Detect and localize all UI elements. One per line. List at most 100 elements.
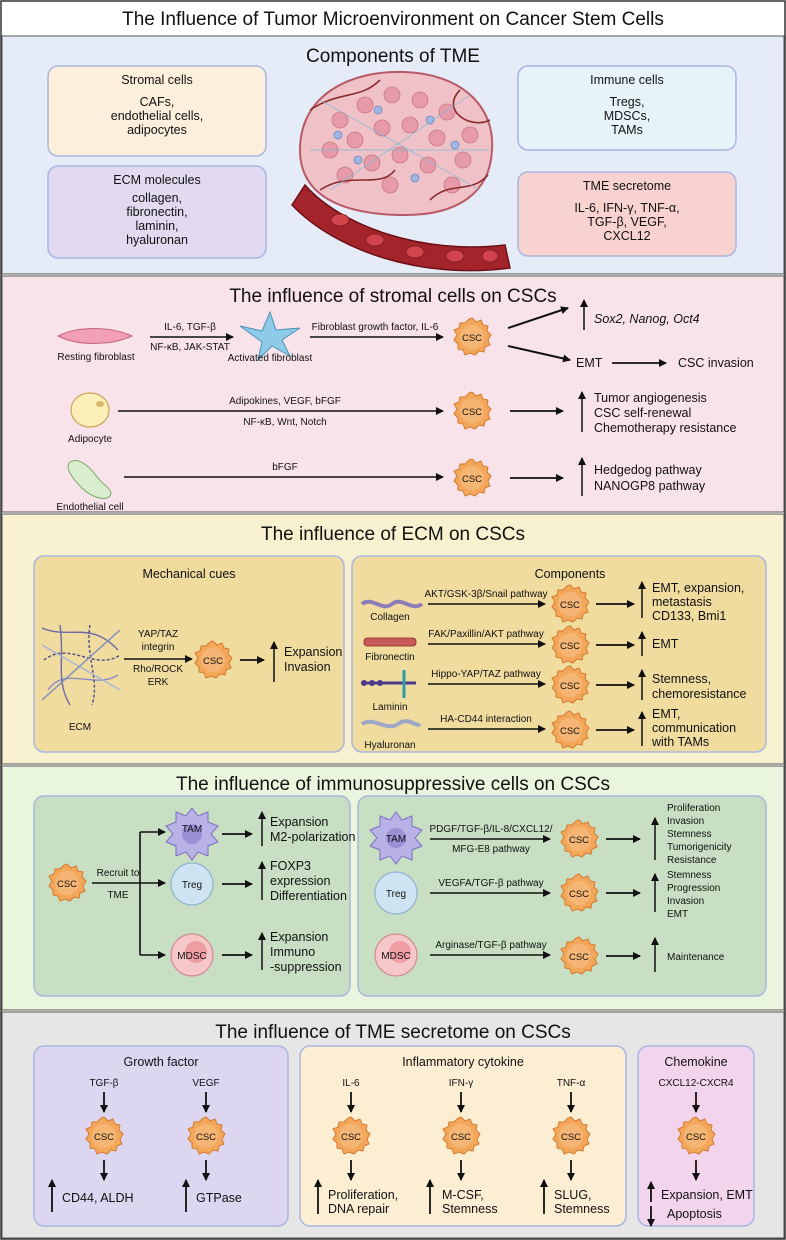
ecm-box: ECM molecules collagen, fibronectin, lam… [47, 165, 267, 259]
csc-label: CSC [462, 474, 482, 485]
immune-output: Resistance [667, 855, 717, 866]
ic-output: Proliferation, [328, 1188, 398, 1202]
immune-output: -suppression [270, 960, 342, 974]
csc-label: CSC [203, 656, 223, 667]
ecm-pathway: AKT/GSK-3β/Snail pathway [424, 589, 547, 600]
secretome-line: TGF-β, VEGF, [587, 215, 666, 229]
treg-cell-icon [374, 871, 418, 915]
ecm-output: metastasis [652, 595, 712, 609]
csc-label: CSC [196, 1132, 216, 1143]
immune-output: Expansion [270, 930, 328, 944]
immune-output: Stemness [667, 870, 711, 881]
ck-input: CXCL12-CXCR4 [658, 1078, 733, 1089]
ecm-line: fibronectin, [126, 205, 187, 219]
ecm-output: chemoresistance [652, 687, 747, 701]
fibronectin-icon [363, 637, 417, 647]
ic-output: M-CSF, [442, 1188, 484, 1202]
secretome-title: TME secretome [583, 179, 671, 193]
adipocyte-icon [70, 392, 110, 428]
csc-label: CSC [560, 641, 580, 652]
csc-label: CSC [569, 889, 589, 900]
emt-label: EMT [576, 356, 603, 370]
immune-output: M2-polarization [270, 830, 356, 844]
immune-cell-label: Treg [386, 889, 406, 900]
stromal-arrow-label: IL-6, TGF-β [164, 322, 216, 333]
ecm-pathway: HA-CD44 interaction [440, 714, 532, 725]
ecm-label: ECM [69, 722, 91, 733]
ecm-line: laminin, [135, 219, 178, 233]
immune-line: TAMs [611, 123, 643, 137]
ck-output-down: Apoptosis [667, 1207, 722, 1221]
recruit-label: TME [107, 890, 128, 901]
stromal-heading: The influence of stromal cells on CSCs [229, 286, 556, 307]
immune-cell-label: TAM [182, 824, 202, 835]
adipocyte-label: Adipocyte [68, 434, 112, 445]
stromal-line: CAFs, [140, 95, 175, 109]
chemokine-title: Chemokine [664, 1055, 727, 1069]
treg-cell-icon [170, 862, 214, 906]
immune-output: Maintenance [667, 952, 725, 963]
csc-label: CSC [94, 1132, 114, 1143]
csc-label: CSC [341, 1132, 361, 1143]
ic-output: SLUG, [554, 1188, 592, 1202]
ic-output: Stemness [554, 1202, 610, 1216]
tam-cell-icon [369, 811, 423, 865]
stromal-output: Sox2, Nanog, Oct4 [594, 312, 700, 326]
immune-output: Tumorigenicity [667, 842, 732, 853]
stromal-arrow-label: NF-κB, Wnt, Notch [243, 417, 326, 428]
csc-label: CSC [569, 952, 589, 963]
tam-cell-icon [165, 807, 219, 861]
ecm-line: hyaluronan [126, 233, 188, 247]
gf-input: TGF-β [89, 1078, 118, 1089]
ic-output: Stemness [442, 1202, 498, 1216]
stromal-output: Tumor angiogenesis [594, 391, 707, 405]
tumor-illustration [291, 70, 511, 272]
gf-input: VEGF [192, 1078, 219, 1089]
immune-output: FOXP3 [270, 859, 311, 873]
secretome-line: IL-6, IFN-γ, TNF-α, [574, 201, 679, 215]
mech-output: Expansion [284, 645, 342, 659]
immune-output: Expansion [270, 815, 328, 829]
endothelial-label: Endothelial cell [56, 502, 123, 513]
csc-label: CSC [451, 1132, 471, 1143]
stromal-arrow-label: NF-κB, JAK-STAT [150, 342, 230, 353]
immune-output: Progression [667, 883, 720, 894]
ecm-mesh-icon [41, 624, 121, 706]
immune-cell-label: Treg [182, 880, 202, 891]
ic-output: DNA repair [328, 1202, 389, 1216]
ic-input: IL-6 [342, 1078, 360, 1089]
mech-pathway: integrin [142, 642, 175, 653]
laminin-icon [361, 670, 416, 698]
immune-pathway: MFG-E8 pathway [452, 844, 530, 855]
hyaluronan-icon [360, 719, 422, 729]
csc-label: CSC [560, 681, 580, 692]
immune-output: EMT [667, 909, 688, 920]
csc-label: CSC [560, 726, 580, 737]
immune-line: Tregs, [610, 95, 645, 109]
immune-output: expression [270, 874, 330, 888]
secretome-box: TME secretome IL-6, IFN-γ, TNF-α, TGF-β,… [517, 171, 737, 257]
ecm-output: EMT [652, 637, 679, 651]
ecm-output: EMT, expansion, [652, 581, 744, 595]
immune-output: Invasion [667, 896, 704, 907]
immune-line: MDSCs, [604, 109, 651, 123]
immune-pathway: Arginase/TGF-β pathway [435, 940, 546, 951]
mechanical-cues-title: Mechanical cues [142, 567, 235, 581]
immune-pathway: PDGF/TGF-β/IL-8/CXCL12/ [430, 824, 553, 835]
csc-label: CSC [686, 1132, 706, 1143]
secretome-heading: The influence of TME secretome on CSCs [215, 1022, 571, 1043]
stromal-section [1, 275, 785, 513]
stromal-output: Chemotherapy resistance [594, 421, 736, 435]
stromal-output: Hedgedog pathway [594, 463, 702, 477]
stromal-arrow-label: bFGF [272, 462, 298, 473]
activated-fibroblast-icon [239, 310, 301, 362]
ecm-pathway: FAK/Paxillin/AKT pathway [428, 629, 543, 640]
stromal-arrow-label: Adipokines, VEGF, bFGF [229, 396, 341, 407]
resting-fibroblast-icon [56, 328, 134, 344]
immune-output: Invasion [667, 816, 704, 827]
csc-label: CSC [462, 407, 482, 418]
immune-pathway: VEGFA/TGF-β pathway [438, 878, 543, 889]
ecm-output: with TAMs [651, 735, 709, 749]
collagen-icon [360, 599, 424, 609]
